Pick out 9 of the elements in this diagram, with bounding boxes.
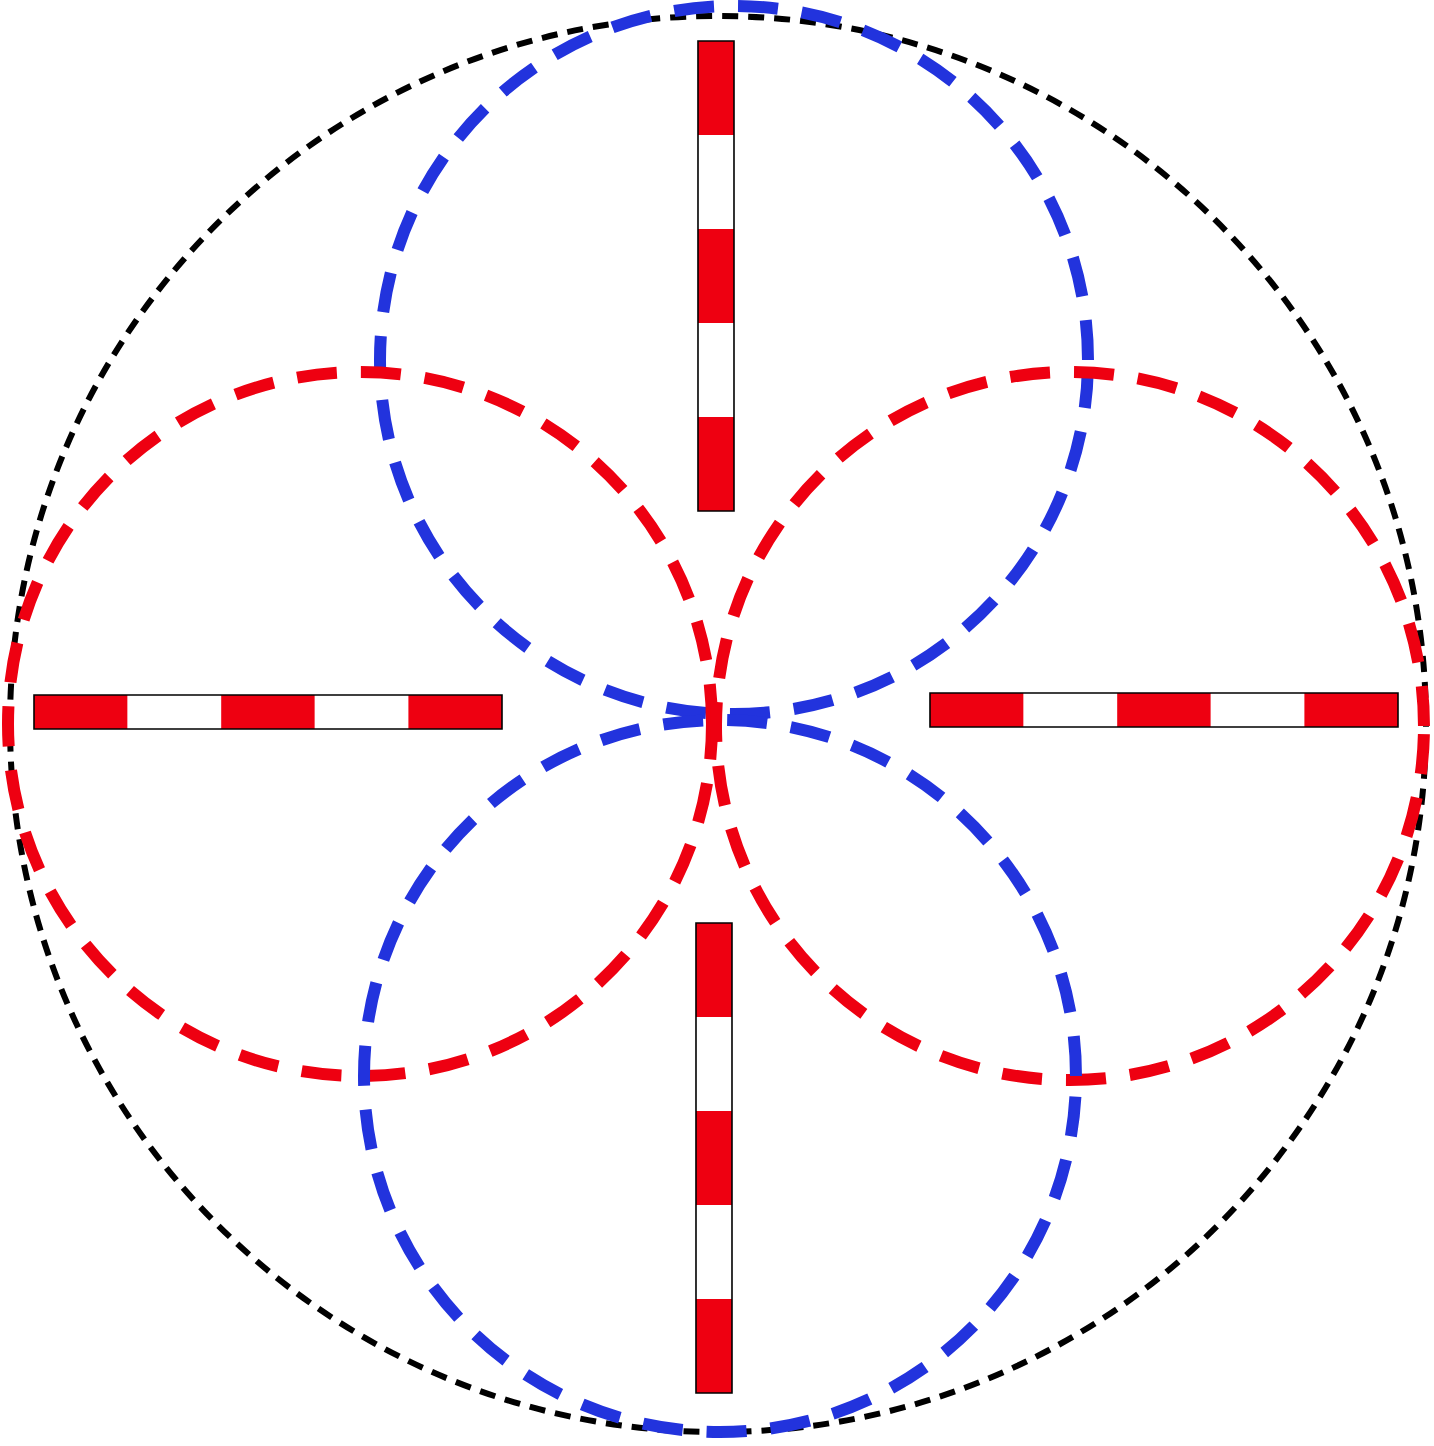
striped-bar [929,692,1399,728]
dashed-circle [2,366,718,1082]
dashed-circle [358,714,1082,1438]
dashed-circle [374,0,1094,720]
boundary-circle [7,13,1429,1435]
striped-bar [33,694,503,730]
striped-bar [695,922,733,1394]
striped-bar [697,40,735,512]
dashed-circle [710,366,1430,1086]
